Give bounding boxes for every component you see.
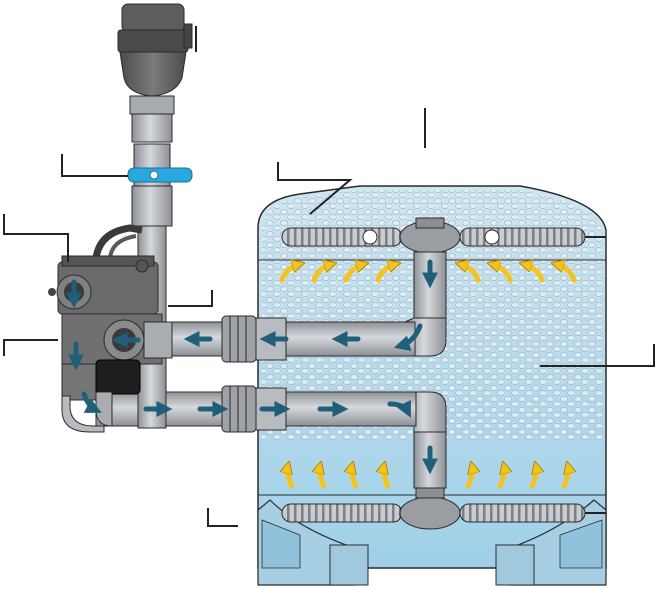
bottom-lateral-left	[281, 503, 403, 523]
leader-line-multiport	[3, 214, 69, 262]
tank-base-block-right	[495, 544, 535, 586]
upflow-arrow	[497, 466, 505, 489]
upflow-arrow	[561, 466, 569, 489]
ball-valve-icon	[127, 167, 193, 183]
leader-line-base	[207, 508, 238, 527]
leader-line-outlet	[168, 290, 213, 307]
upflow-arrow	[460, 264, 481, 283]
pump-top-cap	[121, 3, 185, 33]
leader-line-valve	[61, 154, 128, 177]
upflow-arrow	[492, 264, 513, 283]
leader-lines	[3, 26, 655, 527]
upflow-arrow	[343, 264, 364, 283]
pump	[117, 3, 193, 97]
leader-line-side	[3, 339, 58, 356]
tank-right-foot-inner	[559, 519, 603, 569]
upflow-arrow	[288, 466, 295, 489]
upflow-arrow	[279, 264, 300, 283]
upflow-arrow	[529, 466, 537, 489]
upflow-arrow	[465, 466, 473, 489]
check-valve	[95, 359, 141, 395]
top-lateral-left	[281, 227, 403, 247]
flow-arrows	[65, 259, 439, 475]
tank-left-foot-inner	[261, 519, 301, 569]
flow-arrow	[393, 323, 423, 352]
upflow-arrow	[384, 466, 391, 489]
valve-hose-2	[108, 234, 137, 259]
upflow-arrow	[375, 264, 396, 283]
valve-hose	[92, 224, 143, 259]
valve-side-knob	[48, 288, 56, 296]
top-lateral-right	[459, 227, 586, 247]
valve-head-top	[61, 255, 155, 267]
upflow-arrow	[311, 264, 332, 283]
filtration-arrows	[279, 264, 577, 489]
pump-band	[117, 29, 189, 53]
pump-body	[119, 51, 187, 97]
valve-drain-elbow-outer	[61, 395, 105, 433]
pump-coupling	[131, 111, 173, 143]
pump-neck-lower	[131, 185, 173, 227]
top-lateral-cap-left	[362, 229, 378, 245]
flow-arrow	[387, 399, 411, 418]
top-lateral-cap-right	[484, 229, 500, 245]
bottom-hub	[399, 496, 461, 530]
upflow-arrow	[524, 264, 545, 283]
ball-valve-handle	[127, 167, 193, 183]
valve-outlet-stub	[143, 321, 173, 359]
bottom-hub-neck	[415, 487, 445, 499]
ball-valve-stem	[149, 170, 159, 180]
leader-line-sand	[540, 344, 655, 367]
tank-base-block-left	[329, 544, 369, 586]
valve-top-knob	[135, 259, 149, 273]
bottom-lateral-right	[459, 503, 586, 523]
flow-arrow	[81, 391, 102, 413]
upflow-arrow	[352, 466, 359, 489]
upflow-arrow	[556, 264, 577, 283]
valve-sight-glass	[61, 363, 97, 401]
top-laterals	[281, 217, 586, 254]
pump-coupling-upper	[129, 95, 175, 115]
upflow-arrow	[320, 466, 327, 489]
top-hub-neck	[415, 217, 445, 229]
leader-line-tank-top	[277, 162, 353, 215]
pump-side-tab	[183, 23, 193, 49]
